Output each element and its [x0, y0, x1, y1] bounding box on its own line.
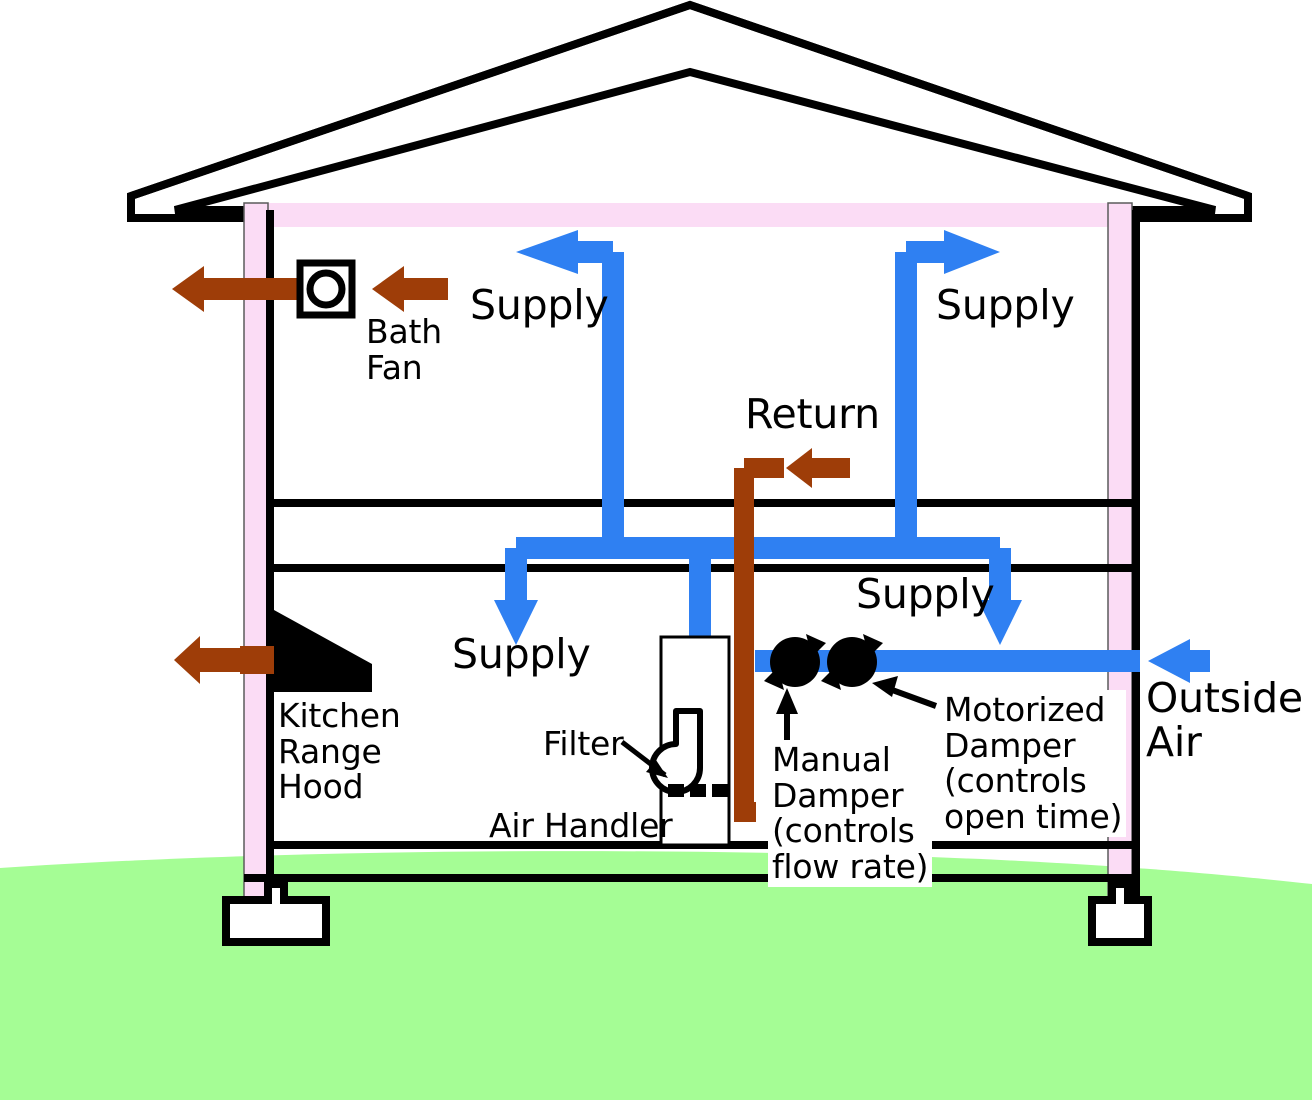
return-duct-top-stub — [744, 458, 784, 478]
kitchen-hood-duct — [240, 646, 274, 674]
right-footing — [1088, 880, 1152, 946]
bath-fan-exhaust-arrow — [172, 266, 250, 312]
return-label: Return — [745, 390, 880, 438]
return-arrow-tail — [812, 458, 850, 478]
supply-arrow-upper-right — [944, 230, 1000, 274]
top-plate-insulation — [244, 203, 1132, 227]
return-duct — [734, 468, 756, 822]
manual-damper-leader — [776, 688, 798, 742]
bath-fan-inlet-arrow — [372, 266, 448, 312]
supply-lower-left-label: Supply — [452, 630, 591, 678]
bath-fan-arrow-head — [172, 266, 204, 312]
motorized-damper-leader — [872, 676, 938, 709]
supply-lower-right-label: Supply — [856, 570, 995, 618]
return-arrow-head — [786, 448, 812, 488]
bath-fan-label: Bath Fan — [366, 312, 442, 387]
left-wall-insulation — [244, 203, 268, 905]
kitchen-hood-arrow-head — [174, 636, 200, 684]
manual-damper-label: Manual Damper (controls flow rate) — [768, 740, 933, 887]
filter-leader — [620, 740, 668, 778]
left-footing — [222, 880, 330, 946]
supply-arrowheads — [494, 230, 1190, 683]
kitchen-range-hood-body — [274, 610, 372, 692]
kitchen-range-hood-label: Kitchen Range Hood — [278, 696, 401, 807]
bath-fan-inlet-tail — [404, 278, 448, 300]
supply-arrow-lower-right — [978, 600, 1022, 645]
kitchen-hood-exhaust-arrow — [174, 636, 244, 684]
roof-ridge — [129, 0, 1250, 200]
bath-fan-arrow-tail — [204, 278, 250, 300]
motorized-damper-label: Motorized Damper (controls open time) — [940, 690, 1127, 837]
supply-upper-right-label: Supply — [936, 281, 1075, 329]
supply-arrow-lower-left — [494, 600, 538, 645]
manual-damper-icon[interactable] — [764, 634, 826, 690]
bath-fan-inlet-head — [372, 266, 404, 312]
kitchen-hood-arrow-tail — [200, 648, 244, 672]
outside-air-arrow-tail — [1186, 650, 1210, 672]
supply-arrow-upper-left — [516, 230, 578, 274]
outside-air-arrow — [1148, 639, 1190, 683]
air-handler-label: Air Handler — [489, 806, 673, 845]
supply-upper-left-label: Supply — [470, 281, 609, 329]
outside-air-label: Outside Air — [1146, 674, 1303, 767]
filter-label: Filter — [543, 724, 624, 763]
filter-icon — [668, 784, 728, 797]
bath-fan-rotor-icon — [306, 269, 346, 309]
bath-fan-duct — [240, 278, 302, 300]
motorized-damper-icon[interactable] — [821, 634, 883, 690]
blower-icon — [649, 708, 703, 795]
return-arrow — [786, 448, 850, 488]
